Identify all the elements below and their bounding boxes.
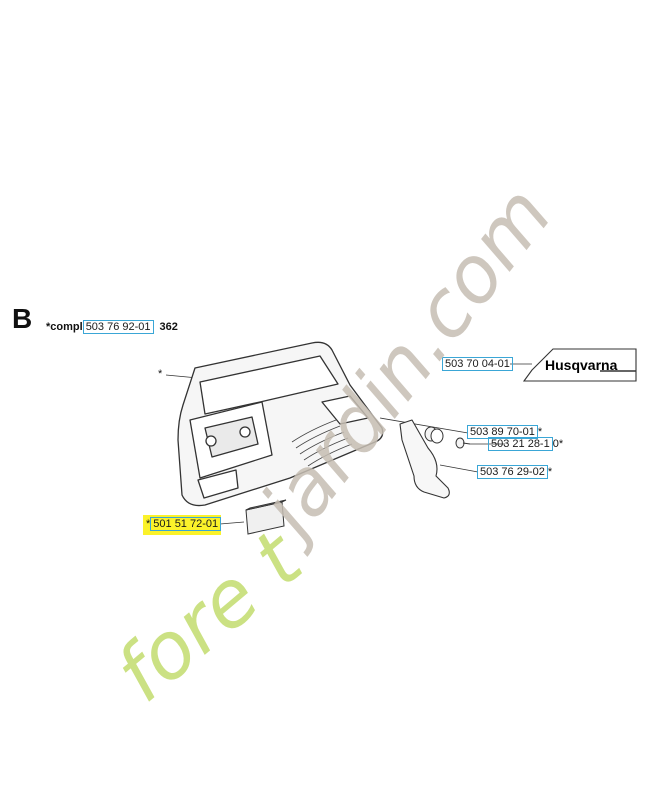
leader-nut bbox=[379, 417, 469, 434]
husqvarna-decal: Husqvarna bbox=[522, 348, 637, 382]
filter-pad-part bbox=[245, 499, 287, 535]
leader-plate bbox=[439, 464, 479, 473]
cover-plate bbox=[399, 419, 450, 499]
section-letter: B bbox=[12, 303, 33, 334]
filter-pad-part-number[interactable]: 501 51 72-01 bbox=[150, 517, 222, 531]
cover-lower-slot bbox=[197, 469, 239, 499]
nut-suffix: * bbox=[537, 426, 543, 438]
compl-part-number[interactable]: 503 76 92-01 bbox=[82, 320, 154, 334]
filter-pad-callout: *501 51 72-01 bbox=[146, 517, 222, 531]
cover-bolt-hole-right bbox=[239, 426, 251, 438]
plate-callout: 503 76 29-02* bbox=[477, 465, 552, 479]
nut-callout: 503 89 70-01* bbox=[467, 425, 542, 439]
nut-part bbox=[424, 426, 444, 444]
clutch-cover bbox=[177, 341, 384, 507]
plate-part-number[interactable]: 503 76 29-02 bbox=[477, 465, 548, 479]
decal-callout: 503 70 04-01 bbox=[442, 357, 513, 371]
decal-text: Husqvarna bbox=[545, 357, 618, 373]
cover-chain-guide bbox=[321, 395, 369, 425]
screw-part bbox=[455, 437, 471, 449]
plate-suffix: * bbox=[547, 466, 553, 478]
screw-part-number[interactable]: 503 21 28-1 bbox=[488, 437, 553, 451]
nut-part-number[interactable]: 503 89 70-01 bbox=[467, 425, 538, 439]
leader-filter-pad bbox=[219, 521, 245, 525]
compl-prefix: *compl bbox=[46, 321, 83, 333]
leader-lines bbox=[165, 363, 532, 525]
cover-ribs bbox=[291, 419, 353, 467]
model-number: 362 bbox=[159, 321, 178, 333]
cover-bolt-hole-left bbox=[205, 435, 217, 447]
cover-top-face bbox=[199, 355, 339, 415]
main-cover-marker: * bbox=[158, 368, 163, 380]
decal-part-number[interactable]: 503 70 04-01 bbox=[442, 357, 513, 371]
screw-suffix: 0* bbox=[552, 438, 564, 450]
filter-pad-prefix: * bbox=[146, 518, 151, 530]
